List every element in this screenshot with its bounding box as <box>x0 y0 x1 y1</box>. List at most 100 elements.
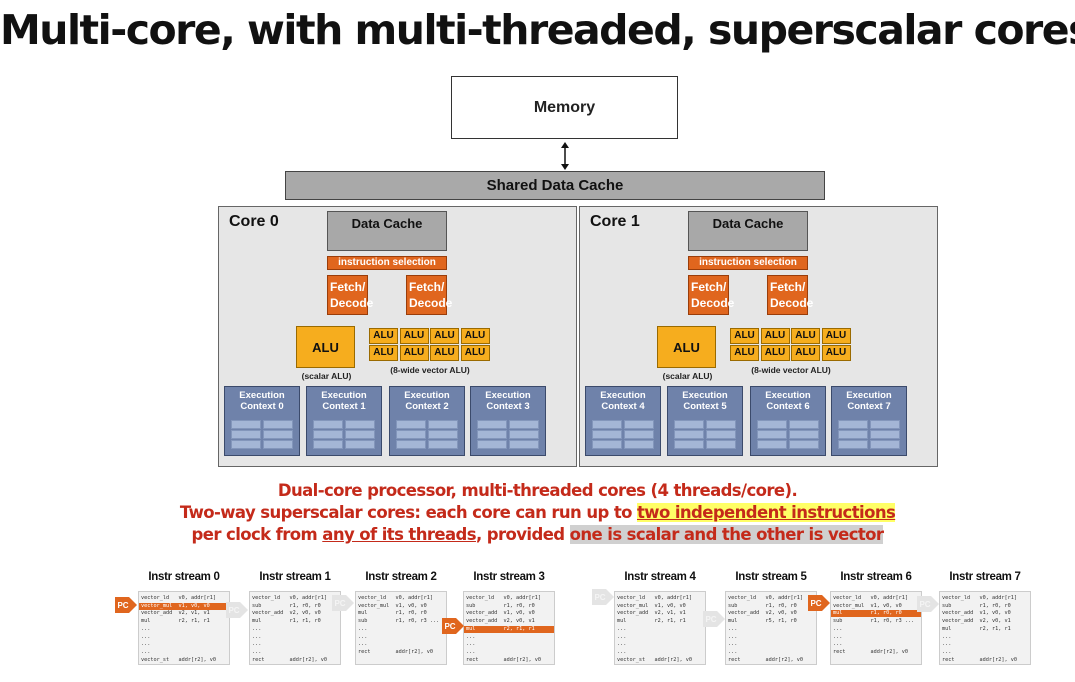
execution-context: Execution Context 7 <box>831 386 907 456</box>
vector-alu-lane: ALU <box>791 345 820 361</box>
code-line: ... <box>942 633 952 640</box>
pc-pointer-icon: PC <box>592 589 614 605</box>
register-cell <box>231 430 261 439</box>
instruction-selection: instruction selection <box>327 256 447 270</box>
register-cell <box>263 420 293 429</box>
fetch-decode-unit: Fetch/ Decode <box>327 275 373 315</box>
code-line: vector_ld v0, addr[r1] <box>617 595 692 601</box>
context-registers <box>396 420 458 449</box>
code-line: vector_st addr[r2], v0 <box>617 656 692 663</box>
execution-context-label: Execution Context 3 <box>485 390 531 412</box>
register-cell <box>428 420 458 429</box>
code-line: ... <box>617 641 627 648</box>
context-registers <box>477 420 539 449</box>
instr-stream-title: Instr stream 4 <box>624 571 696 583</box>
vector-alu-lane: ALU <box>430 328 459 344</box>
code-line: rect addr[r2], v0 <box>358 648 433 655</box>
register-cell <box>706 420 736 429</box>
register-cell <box>789 430 819 439</box>
context-registers <box>592 420 654 449</box>
vector-alu-lane: ALU <box>791 328 820 344</box>
pc-label: PC <box>334 599 345 608</box>
register-cell <box>706 430 736 439</box>
register-cell <box>674 440 704 449</box>
register-cell <box>509 440 539 449</box>
register-cell <box>477 420 507 429</box>
code-line: rect addr[r2], v0 <box>833 648 908 655</box>
code-line: sub r1, r0, r0 <box>466 602 535 609</box>
code-line: vector_mul v1, v0, v0 <box>358 602 427 609</box>
pc-label: PC <box>594 593 605 602</box>
register-cell <box>345 420 375 429</box>
code-line: ... <box>358 625 368 632</box>
vector-alu-lane: ALU <box>760 328 790 344</box>
code-line: vector_ld v0, addr[r1] <box>141 595 216 601</box>
register-cell <box>313 440 343 449</box>
code-line: rect addr[r2], v0 <box>942 656 1017 663</box>
pc-pointer-icon: PC <box>332 595 354 611</box>
execution-context-label: Execution Context 7 <box>846 390 892 412</box>
register-cell <box>509 430 539 439</box>
data-cache: Data Cache <box>688 211 808 251</box>
scalar-alu: ALU <box>296 326 355 368</box>
code-line: ... <box>833 633 843 640</box>
code-line: ... <box>252 625 262 632</box>
register-cell <box>231 440 261 449</box>
context-registers <box>231 420 293 449</box>
register-cell <box>592 430 622 439</box>
code-line: ... <box>728 648 738 655</box>
pc-label: PC <box>117 601 128 610</box>
pc-label: PC <box>810 599 821 608</box>
code-line: vector_add v2, v0, v1 <box>942 618 1011 625</box>
pc-pointer-icon: PC <box>917 596 939 612</box>
code-line: mul r1, r1, r0 <box>252 618 321 625</box>
vector-alu-lane: ALU <box>399 345 429 361</box>
vector-alu-lane: ALU <box>760 345 790 361</box>
pc-pointer-icon: PC <box>703 611 725 627</box>
page-title: Multi-core, with multi-threaded, supersc… <box>0 6 1075 54</box>
instr-stream-title: Instr stream 3 <box>473 571 545 583</box>
vector-alu-lane: ALU <box>369 345 398 361</box>
register-cell <box>757 420 787 429</box>
code-line: ... <box>728 625 738 632</box>
pc-pointer-icon: PC <box>226 602 248 618</box>
caption-line-2b: two independent instructions <box>637 503 896 522</box>
code-line: vector_add v1, v0, v0 <box>942 610 1011 617</box>
vector-alu-lane: ALU <box>399 328 429 344</box>
register-cell <box>674 430 704 439</box>
vector-alu-lane: ALU <box>460 345 490 361</box>
instr-stream-code: vector_ld v0, addr[r1]vector_mul v1, v0,… <box>614 591 706 665</box>
register-cell <box>870 440 900 449</box>
register-cell <box>345 430 375 439</box>
code-line: vector_ld v0, addr[r1] <box>728 595 803 601</box>
caption-line-3b: any of its threads <box>322 525 476 544</box>
vector-alu-lane: ALU <box>730 328 759 344</box>
pc-label: PC <box>919 600 930 609</box>
caption: Dual-core processor, multi-threaded core… <box>0 480 1075 546</box>
fetch-decode-unit: Fetch/ Decode <box>406 275 452 315</box>
code-line: mul r2, r1, r1 <box>464 625 554 633</box>
code-line: sub r1, r0, r3 ... <box>358 618 440 625</box>
instruction-selection: instruction selection <box>688 256 808 270</box>
execution-context: Execution Context 1 <box>306 386 382 456</box>
register-cell <box>313 420 343 429</box>
code-line: vector_ld v0, addr[r1] <box>358 595 433 601</box>
code-line: vector_add v2, v0, v0 <box>728 610 797 617</box>
register-cell <box>313 430 343 439</box>
shared-cache-label: Shared Data Cache <box>486 177 624 194</box>
register-cell <box>789 440 819 449</box>
register-cell <box>396 440 426 449</box>
code-line: ... <box>141 633 151 640</box>
code-line: vector_add v2, v0, v1 <box>466 618 535 625</box>
code-line: rect addr[r2], v0 <box>728 656 803 663</box>
register-cell <box>789 420 819 429</box>
instr-stream-title: Instr stream 0 <box>148 571 220 583</box>
